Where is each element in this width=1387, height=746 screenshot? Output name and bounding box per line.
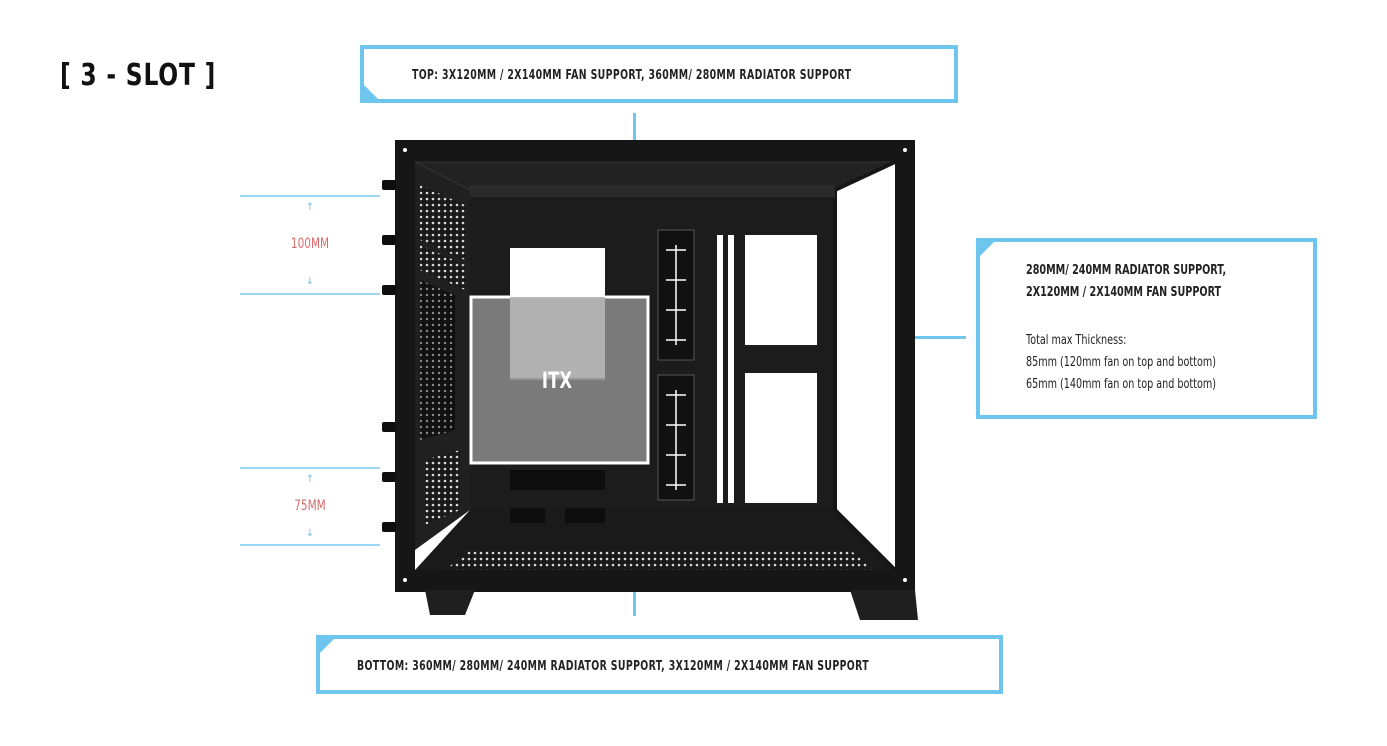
side-support-line1: 280MM/ 240MM RADIATOR SUPPORT, [1026, 263, 1227, 278]
bottom-clearance-line-upper [240, 467, 380, 469]
top-support-text: TOP: 3X120MM / 2X140MM FAN SUPPORT, 360M… [412, 68, 852, 83]
thickness-title: Total max Thickness: [1026, 333, 1127, 348]
top-support-callout: TOP: 3X120MM / 2X140MM FAN SUPPORT, 360M… [360, 45, 958, 103]
bottom-clearance-up-arrow: ↑ [305, 474, 315, 485]
slot-title: [ 3 - SLOT ] [60, 58, 217, 93]
side-support-callout: 280MM/ 240MM RADIATOR SUPPORT, 2X120MM /… [976, 238, 1317, 419]
top-clearance-up-arrow: ↑ [305, 202, 315, 213]
bottom-clearance-line-lower [240, 544, 380, 546]
bottom-clearance-value: 75MM [294, 498, 326, 514]
thickness-140mm: 65mm (140mm fan on top and bottom) [1026, 377, 1216, 392]
side-support-line2: 2X120MM / 2X140MM FAN SUPPORT [1026, 285, 1222, 300]
pc-case-illustration: ITX [382, 140, 918, 620]
top-clearance-down-arrow: ↓ [305, 276, 315, 287]
top-clearance-line-lower [240, 293, 380, 295]
thickness-120mm: 85mm (120mm fan on top and bottom) [1026, 355, 1216, 370]
bottom-support-callout: BOTTOM: 360MM/ 280MM/ 240MM RADIATOR SUP… [316, 635, 1003, 694]
top-clearance-value: 100MM [290, 236, 330, 252]
bottom-clearance-down-arrow: ↓ [305, 528, 315, 539]
itx-label: ITX [542, 368, 572, 394]
top-clearance-line-upper [240, 195, 380, 197]
bottom-support-text: BOTTOM: 360MM/ 280MM/ 240MM RADIATOR SUP… [357, 659, 869, 674]
